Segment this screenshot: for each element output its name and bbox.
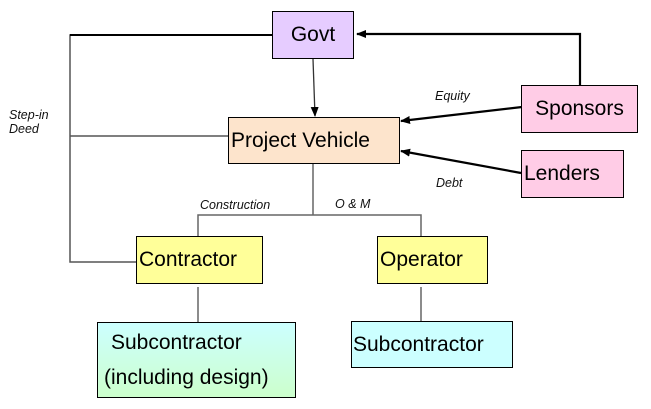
debt-label: Debt [436, 176, 463, 190]
subcontractor-om-label: Subcontractor [353, 332, 484, 356]
sponsors-label: Sponsors [535, 97, 624, 121]
equity-arrow [400, 105, 523, 124]
operator-node[interactable]: Operator [377, 236, 488, 284]
construction-label: Construction [200, 198, 271, 212]
sponsors-node[interactable]: Sponsors [521, 85, 638, 133]
subcontractor-design-line2: (including design) [104, 366, 269, 389]
project-vehicle-node[interactable]: Project Vehicle [228, 117, 400, 164]
equity-label: Equity [435, 89, 470, 103]
lenders-node[interactable]: Lenders [521, 150, 624, 198]
step-in-label-line1: Step-in [9, 108, 49, 122]
sponsors-govt-arrow [356, 30, 582, 85]
subcontractor-om-node[interactable]: Subcontractor [351, 321, 513, 368]
govt-label: Govt [290, 23, 336, 47]
step-in-deed-label: Step-in Deed [9, 108, 49, 137]
debt-arrow [400, 148, 522, 175]
step-in-label-line2: Deed [9, 122, 39, 137]
om-label: O & M [335, 197, 371, 211]
subcontractor-design-node[interactable]: Subcontractor (including design) [97, 322, 296, 398]
branch-line [197, 214, 422, 236]
govt-node[interactable]: Govt [272, 11, 354, 59]
govt-pv-arrow [310, 58, 319, 117]
contractor-node[interactable]: Contractor [136, 236, 263, 284]
subcontractor-design-line1: Subcontractor [111, 330, 242, 354]
contractor-label: Contractor [139, 248, 238, 272]
lenders-label: Lenders [524, 162, 600, 186]
project-vehicle-label: Project Vehicle [231, 128, 370, 152]
operator-label: Operator [380, 248, 463, 272]
